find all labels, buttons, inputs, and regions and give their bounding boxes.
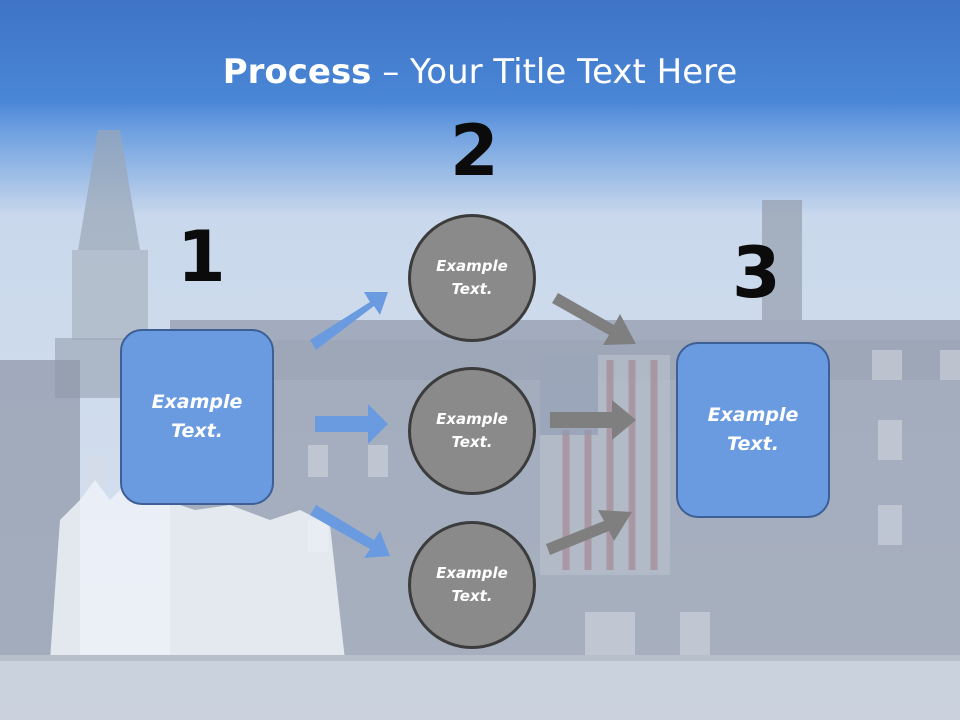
circle-bottom-line1: Example bbox=[436, 564, 508, 582]
step-number-3: 3 bbox=[732, 232, 781, 314]
gray-arrow-up bbox=[546, 510, 632, 555]
title-bold: Process bbox=[222, 52, 372, 92]
step-number-2: 2 bbox=[450, 110, 499, 192]
blue-arrow-up bbox=[310, 292, 388, 350]
circle-top-line1: Example bbox=[436, 257, 508, 275]
step-3-box-line1: Example bbox=[707, 404, 799, 426]
step-number-1: 1 bbox=[177, 216, 226, 298]
circle-middle-line2: Text. bbox=[451, 433, 493, 451]
title-rest: – Your Title Text Here bbox=[371, 52, 738, 92]
step-1-box-line1: Example bbox=[151, 391, 243, 413]
slide-title: Process – Your Title Text Here bbox=[0, 52, 960, 92]
gray-arrow-middle bbox=[550, 400, 636, 440]
step-1-box-line2: Text. bbox=[171, 420, 223, 442]
circle-bottom-line2: Text. bbox=[451, 587, 493, 605]
circle-top-line2: Text. bbox=[451, 280, 493, 298]
step-3-box-line2: Text. bbox=[727, 433, 779, 455]
blue-arrow-middle bbox=[315, 404, 388, 444]
circle-middle-line1: Example bbox=[436, 410, 508, 428]
blue-arrow-down bbox=[310, 505, 390, 558]
gray-arrow-down bbox=[552, 293, 636, 345]
